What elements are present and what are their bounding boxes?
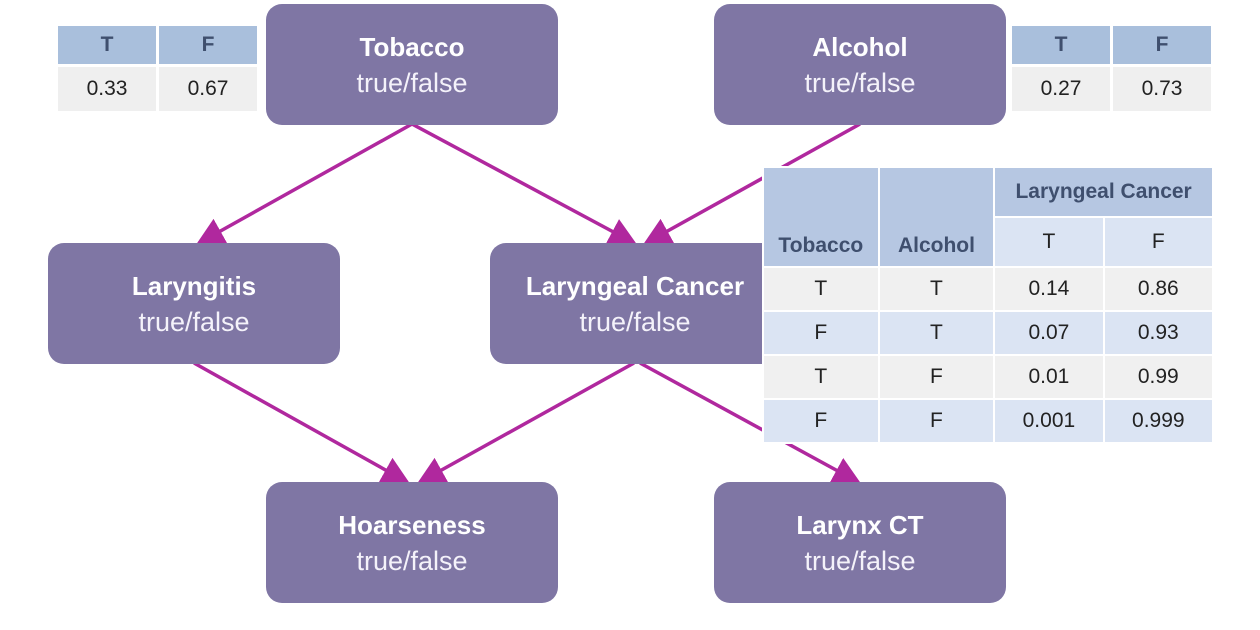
node-alcohol-state: true/false [804,67,916,98]
cancer-row2-f: 0.93 [1102,310,1215,356]
cancer-row4-f: 0.999 [1102,398,1215,444]
edge-tobacco-laryngitis [195,122,413,245]
tobacco-table-value-f: 0.67 [157,65,260,111]
cancer-row3-alcohol: F [877,354,996,400]
cancer-row4-t: 0.001 [993,398,1105,444]
cancer-table-header-f: F [1102,216,1215,268]
table-row: F F 0.001 0.999 [762,398,1215,444]
node-laryngeal-cancer[interactable]: Laryngeal Cancer true/false [490,243,780,364]
cancer-row2-t: 0.07 [993,310,1105,356]
edge-laryngeal-cancer-hoarseness [416,361,635,484]
node-larynx-ct-name: Larynx CT [796,509,924,540]
alcohol-table-value-f: 0.73 [1111,65,1214,111]
cancer-row3-t: 0.01 [993,354,1105,400]
table-row: T T 0.14 0.86 [762,266,1215,312]
node-larynx-ct-state: true/false [804,545,916,576]
cancer-row1-f: 0.86 [1102,266,1215,312]
tobacco-table-header-t: T [58,26,159,67]
cancer-row4-tobacco: F [762,398,880,444]
cancer-row1-alcohol: T [877,266,996,312]
alcohol-table-value-t: 0.27 [1012,65,1113,111]
cancer-table-header-group: Laryngeal Cancer [993,166,1214,218]
cancer-row2-alcohol: T [877,310,996,356]
node-laryngitis-name: Laryngitis [131,270,257,301]
node-tobacco[interactable]: Tobacco true/false [266,4,558,125]
cancer-row2-tobacco: F [762,310,880,356]
node-laryngitis[interactable]: Laryngitis true/false [48,243,340,364]
cancer-row3-f: 0.99 [1102,354,1215,400]
node-tobacco-name: Tobacco [359,31,465,62]
alcohol-table-header-t: T [1012,26,1113,67]
node-hoarseness-state: true/false [356,545,468,576]
tobacco-table-value-t: 0.33 [58,65,159,111]
table-row: F T 0.07 0.93 [762,310,1215,356]
node-alcohol-name: Alcohol [812,31,908,62]
cancer-row1-t: 0.14 [993,266,1105,312]
edge-alcohol-laryngeal-cancer [642,122,861,245]
cancer-row3-tobacco: T [762,354,880,400]
alcohol-probability-table: T F 0.27 0.73 [1012,26,1214,111]
node-alcohol[interactable]: Alcohol true/false [714,4,1006,125]
node-hoarseness[interactable]: Hoarseness true/false [266,482,558,603]
table-row: T F 0.01 0.99 [762,354,1215,400]
cancer-table-header-t: T [993,216,1105,268]
node-larynx-ct[interactable]: Larynx CT true/false [714,482,1006,603]
node-laryngeal-cancer-name: Laryngeal Cancer [525,270,745,301]
tobacco-probability-table: T F 0.33 0.67 [58,26,260,111]
edge-laryngeal-cancer-larynx-ct [639,361,862,484]
node-laryngitis-state: true/false [138,306,250,337]
cancer-table-header-alcohol: Alcohol [877,166,996,268]
cancer-row1-tobacco: T [762,266,880,312]
node-laryngeal-cancer-state: true/false [579,306,691,337]
tobacco-table-header-f: F [157,26,260,67]
laryngeal-cancer-probability-table: Tobacco Alcohol Laryngeal Cancer T F T T… [762,166,1215,444]
alcohol-table-header-f: F [1111,26,1214,67]
cancer-table-header-tobacco: Tobacco [762,166,880,268]
edge-laryngitis-hoarseness [193,361,411,484]
cancer-row4-alcohol: F [877,398,996,444]
edge-tobacco-laryngeal-cancer [411,122,638,245]
node-tobacco-state: true/false [356,67,468,98]
node-hoarseness-name: Hoarseness [338,509,486,540]
